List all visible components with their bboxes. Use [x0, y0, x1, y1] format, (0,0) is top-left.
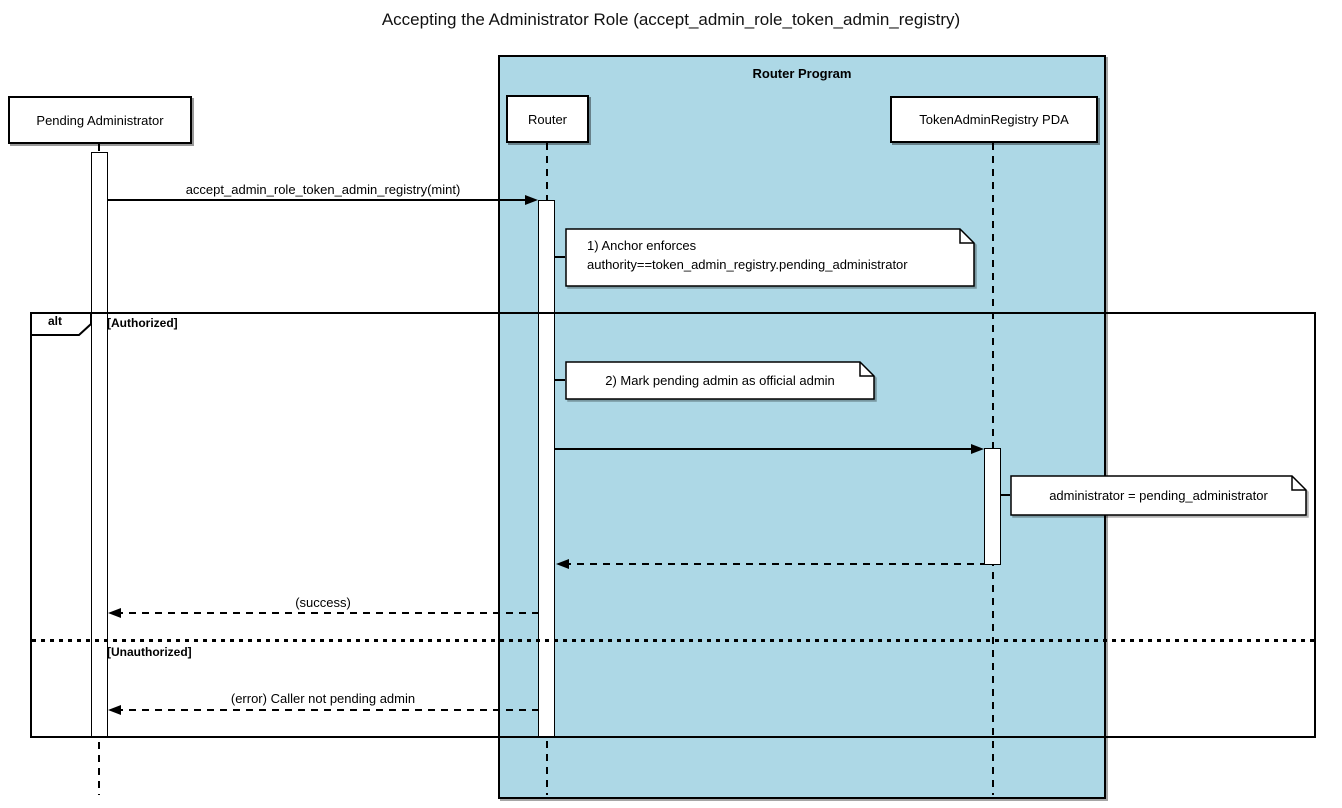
- note-fold-icon: [859, 362, 874, 377]
- alt-divider: [32, 639, 1314, 642]
- note-shape: [1010, 475, 1307, 516]
- note-line: authority==token_admin_registry.pending_…: [587, 257, 908, 272]
- arrow-line: [564, 563, 984, 565]
- message-update-arrow: [555, 443, 984, 455]
- arrow-line: [555, 448, 976, 450]
- alt-tab-shape: [30, 312, 92, 336]
- note-text: 1) Anchor enforces authority==token_admi…: [565, 228, 975, 287]
- participant-label: Router: [527, 111, 568, 127]
- router-program-frame: Router Program: [498, 55, 1106, 799]
- arrowhead-left-icon: [556, 559, 569, 569]
- note-connector: [1000, 494, 1010, 496]
- note-shape: [565, 361, 875, 400]
- note-anchor-enforces: 1) Anchor enforces authority==token_admi…: [565, 228, 975, 287]
- return-pda-arrow: [556, 558, 984, 570]
- alt-fragment-frame: [30, 312, 1316, 738]
- message-success-label: (success): [295, 595, 351, 610]
- message-error-label: (error) Caller not pending admin: [230, 691, 416, 706]
- router-program-label: Router Program: [752, 66, 852, 81]
- participant-pending-administrator: Pending Administrator: [8, 96, 192, 144]
- message-success-arrow: [108, 607, 538, 619]
- note-connector: [554, 379, 565, 381]
- arrow-line: [108, 199, 530, 201]
- note-shape: [565, 228, 975, 287]
- arrow-line: [116, 612, 538, 614]
- arrowhead-right-icon: [525, 195, 538, 205]
- message-call-arrow: [108, 194, 538, 206]
- participant-router: Router: [506, 95, 589, 143]
- guard-authorized: [Authorized]: [107, 316, 178, 330]
- activation-bar-pda: [984, 448, 1001, 565]
- note-text: administrator = pending_administrator: [1049, 488, 1268, 503]
- message-call-label: accept_admin_role_token_admin_registry(m…: [185, 182, 461, 197]
- participant-token-admin-registry-pda: TokenAdminRegistry PDA: [890, 96, 1098, 143]
- note-text: 2) Mark pending admin as official admin: [605, 373, 835, 388]
- participant-label: TokenAdminRegistry PDA: [919, 112, 1069, 127]
- alt-operator-label: alt: [47, 314, 62, 328]
- guard-unauthorized: [Unauthorized]: [107, 645, 192, 659]
- participant-label: Pending Administrator: [36, 112, 164, 128]
- arrowhead-right-icon: [971, 444, 984, 454]
- alt-operator-tab: alt: [30, 312, 92, 336]
- arrow-line: [116, 709, 538, 711]
- note-fold-icon: [1291, 476, 1306, 491]
- diagram-title: Accepting the Administrator Role (accept…: [381, 10, 961, 29]
- note-connector: [554, 256, 565, 258]
- note-mark-admin: 2) Mark pending admin as official admin: [565, 361, 875, 400]
- note-fold-icon: [959, 229, 974, 244]
- note-assign-admin: administrator = pending_administrator: [1010, 475, 1307, 516]
- arrowhead-left-icon: [108, 705, 121, 715]
- message-error-arrow: [108, 704, 538, 716]
- arrowhead-left-icon: [108, 608, 121, 618]
- note-line: 1) Anchor enforces: [587, 238, 697, 253]
